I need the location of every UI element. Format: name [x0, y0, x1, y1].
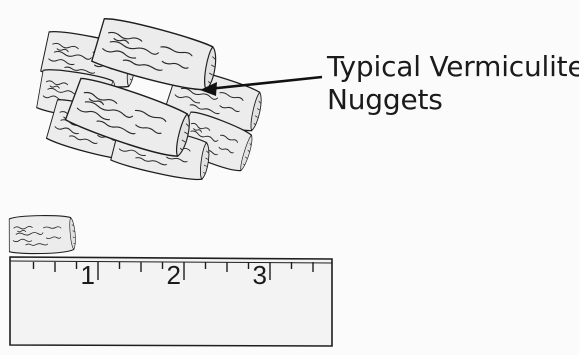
label-line-2: Nuggets: [327, 83, 579, 116]
label-line-1: Typical Vermiculite: [327, 50, 579, 83]
ruler-label: 1: [81, 260, 95, 290]
ruler-label: 2: [167, 260, 181, 290]
nugget-pile: [36, 15, 266, 183]
scale-nugget: [8, 214, 76, 254]
ruler: 1 2 3: [10, 257, 332, 346]
ruler-label: 3: [253, 260, 267, 290]
nugget-label: Typical Vermiculite Nuggets: [327, 50, 579, 116]
